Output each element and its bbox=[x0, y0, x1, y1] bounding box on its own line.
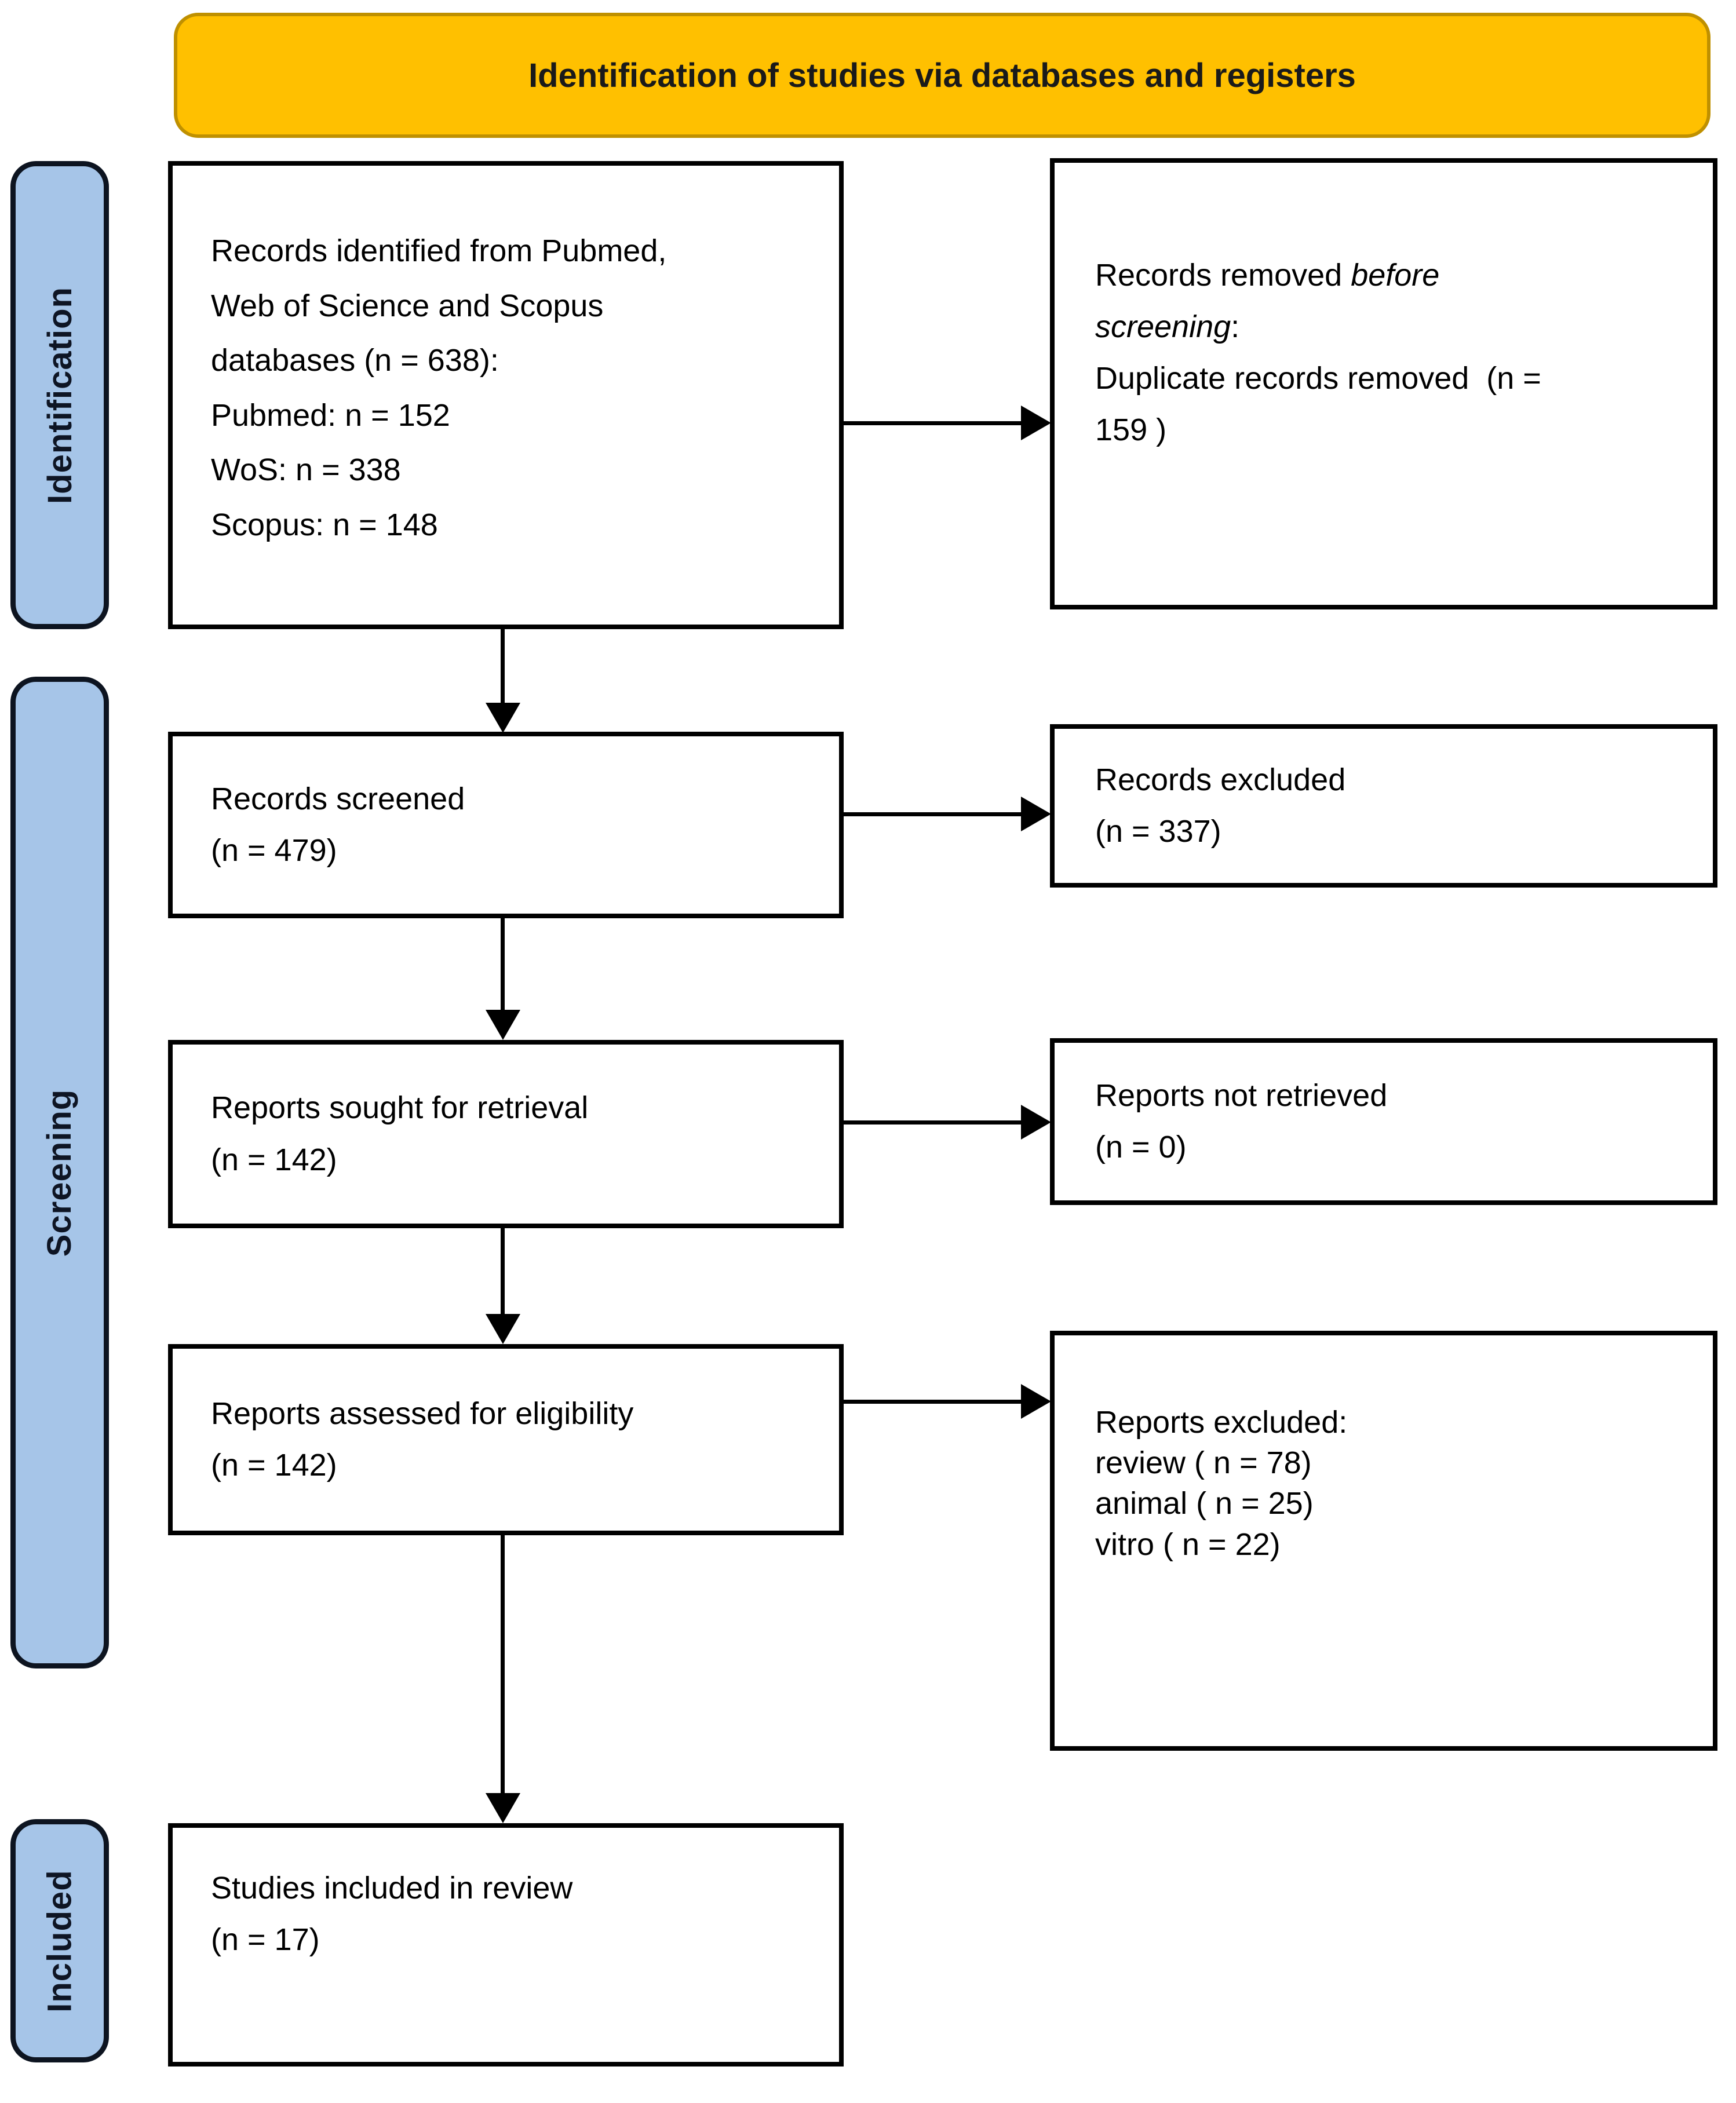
text-line: (n = 142) bbox=[211, 1142, 337, 1177]
records-removed-box: Records removed before screening: Duplic… bbox=[1050, 158, 1717, 609]
text-line: Records excluded bbox=[1095, 762, 1346, 797]
records-excluded-box: Records excluded (n = 337) bbox=[1050, 724, 1717, 888]
phase-rail-screening: Screening bbox=[10, 677, 109, 1668]
text-line: (n = 142) bbox=[211, 1448, 337, 1483]
text-line: Records identified from Pubmed, bbox=[211, 233, 667, 268]
text-line: screening: bbox=[1095, 301, 1695, 353]
arrow-head bbox=[486, 1010, 520, 1040]
text-line: Records removed before bbox=[1095, 250, 1695, 301]
text-segment: : bbox=[1231, 309, 1240, 345]
text-segment-italic: screening bbox=[1095, 309, 1231, 345]
arrow-identified-to-screened bbox=[501, 629, 505, 704]
text-line: WoS: n = 338 bbox=[211, 452, 401, 487]
reports-not-retrieved-box: Reports not retrieved (n = 0) bbox=[1050, 1038, 1717, 1205]
text-line: Reports sought for retrieval bbox=[211, 1090, 589, 1126]
phase-rail-included: Included bbox=[10, 1819, 109, 2062]
text-line: Pubmed: n = 152 bbox=[211, 397, 450, 433]
text-line: Reports not retrieved bbox=[1095, 1078, 1388, 1113]
phase-rail-identification: Identification bbox=[10, 161, 109, 629]
reports-assessed-box: Reports assessed for eligibility (n = 14… bbox=[168, 1344, 844, 1535]
phase-label-screening: Screening bbox=[41, 1089, 79, 1257]
text-line: vitro ( n = 22) bbox=[1095, 1527, 1281, 1562]
arrow-sought-to-not-retrieved bbox=[844, 1120, 1021, 1124]
text-line: Reports assessed for eligibility bbox=[211, 1396, 634, 1431]
header-title: Identification of studies via databases … bbox=[528, 56, 1356, 94]
arrow-head bbox=[1021, 797, 1051, 831]
header-banner: Identification of studies via databases … bbox=[174, 13, 1711, 138]
arrow-head bbox=[486, 1314, 520, 1344]
text-line: review ( n = 78) bbox=[1095, 1445, 1312, 1481]
phase-label-identification: Identification bbox=[41, 286, 79, 504]
text-line: Records screened bbox=[211, 781, 465, 816]
arrow-head bbox=[1021, 406, 1051, 440]
text-line: databases (n = 638): bbox=[211, 343, 499, 378]
arrow-sought-to-assessed bbox=[501, 1228, 505, 1315]
text-line: (n = 0) bbox=[1095, 1130, 1187, 1164]
records-identified-box: Records identified from Pubmed, Web of S… bbox=[168, 161, 844, 629]
records-screened-box: Records screened (n = 479) bbox=[168, 732, 844, 918]
phase-label-included: Included bbox=[41, 1869, 79, 2013]
reports-excluded-box: Reports excluded: review ( n = 78) anima… bbox=[1050, 1331, 1717, 1751]
text-line: Scopus: n = 148 bbox=[211, 507, 438, 542]
text-segment-italic: before bbox=[1351, 258, 1440, 293]
text-line: Duplicate records removed (n = bbox=[1095, 361, 1541, 396]
text-line: animal ( n = 25) bbox=[1095, 1486, 1314, 1521]
arrow-head bbox=[1021, 1384, 1051, 1419]
text-segment: Records removed bbox=[1095, 258, 1351, 293]
text-line: (n = 17) bbox=[211, 1922, 320, 1958]
arrow-head bbox=[486, 703, 520, 733]
text-line: Studies included in review bbox=[211, 1871, 573, 1905]
text-line: (n = 337) bbox=[1095, 814, 1221, 849]
text-line: Web of Science and Scopus bbox=[211, 288, 604, 323]
arrow-screened-to-excluded bbox=[844, 812, 1021, 816]
arrow-assessed-to-included bbox=[501, 1535, 505, 1794]
studies-included-box: Studies included in review (n = 17) bbox=[168, 1823, 844, 2067]
arrow-screened-to-sought bbox=[501, 918, 505, 1011]
arrow-head bbox=[486, 1793, 520, 1823]
arrow-head bbox=[1021, 1105, 1051, 1140]
arrow-assessed-to-excluded bbox=[844, 1400, 1021, 1404]
reports-sought-box: Reports sought for retrieval (n = 142) bbox=[168, 1040, 844, 1228]
text-line: 159 ) bbox=[1095, 412, 1167, 448]
arrow-identified-to-removed bbox=[844, 421, 1021, 425]
text-line: (n = 479) bbox=[211, 833, 337, 868]
text-line: Reports excluded: bbox=[1095, 1405, 1348, 1440]
